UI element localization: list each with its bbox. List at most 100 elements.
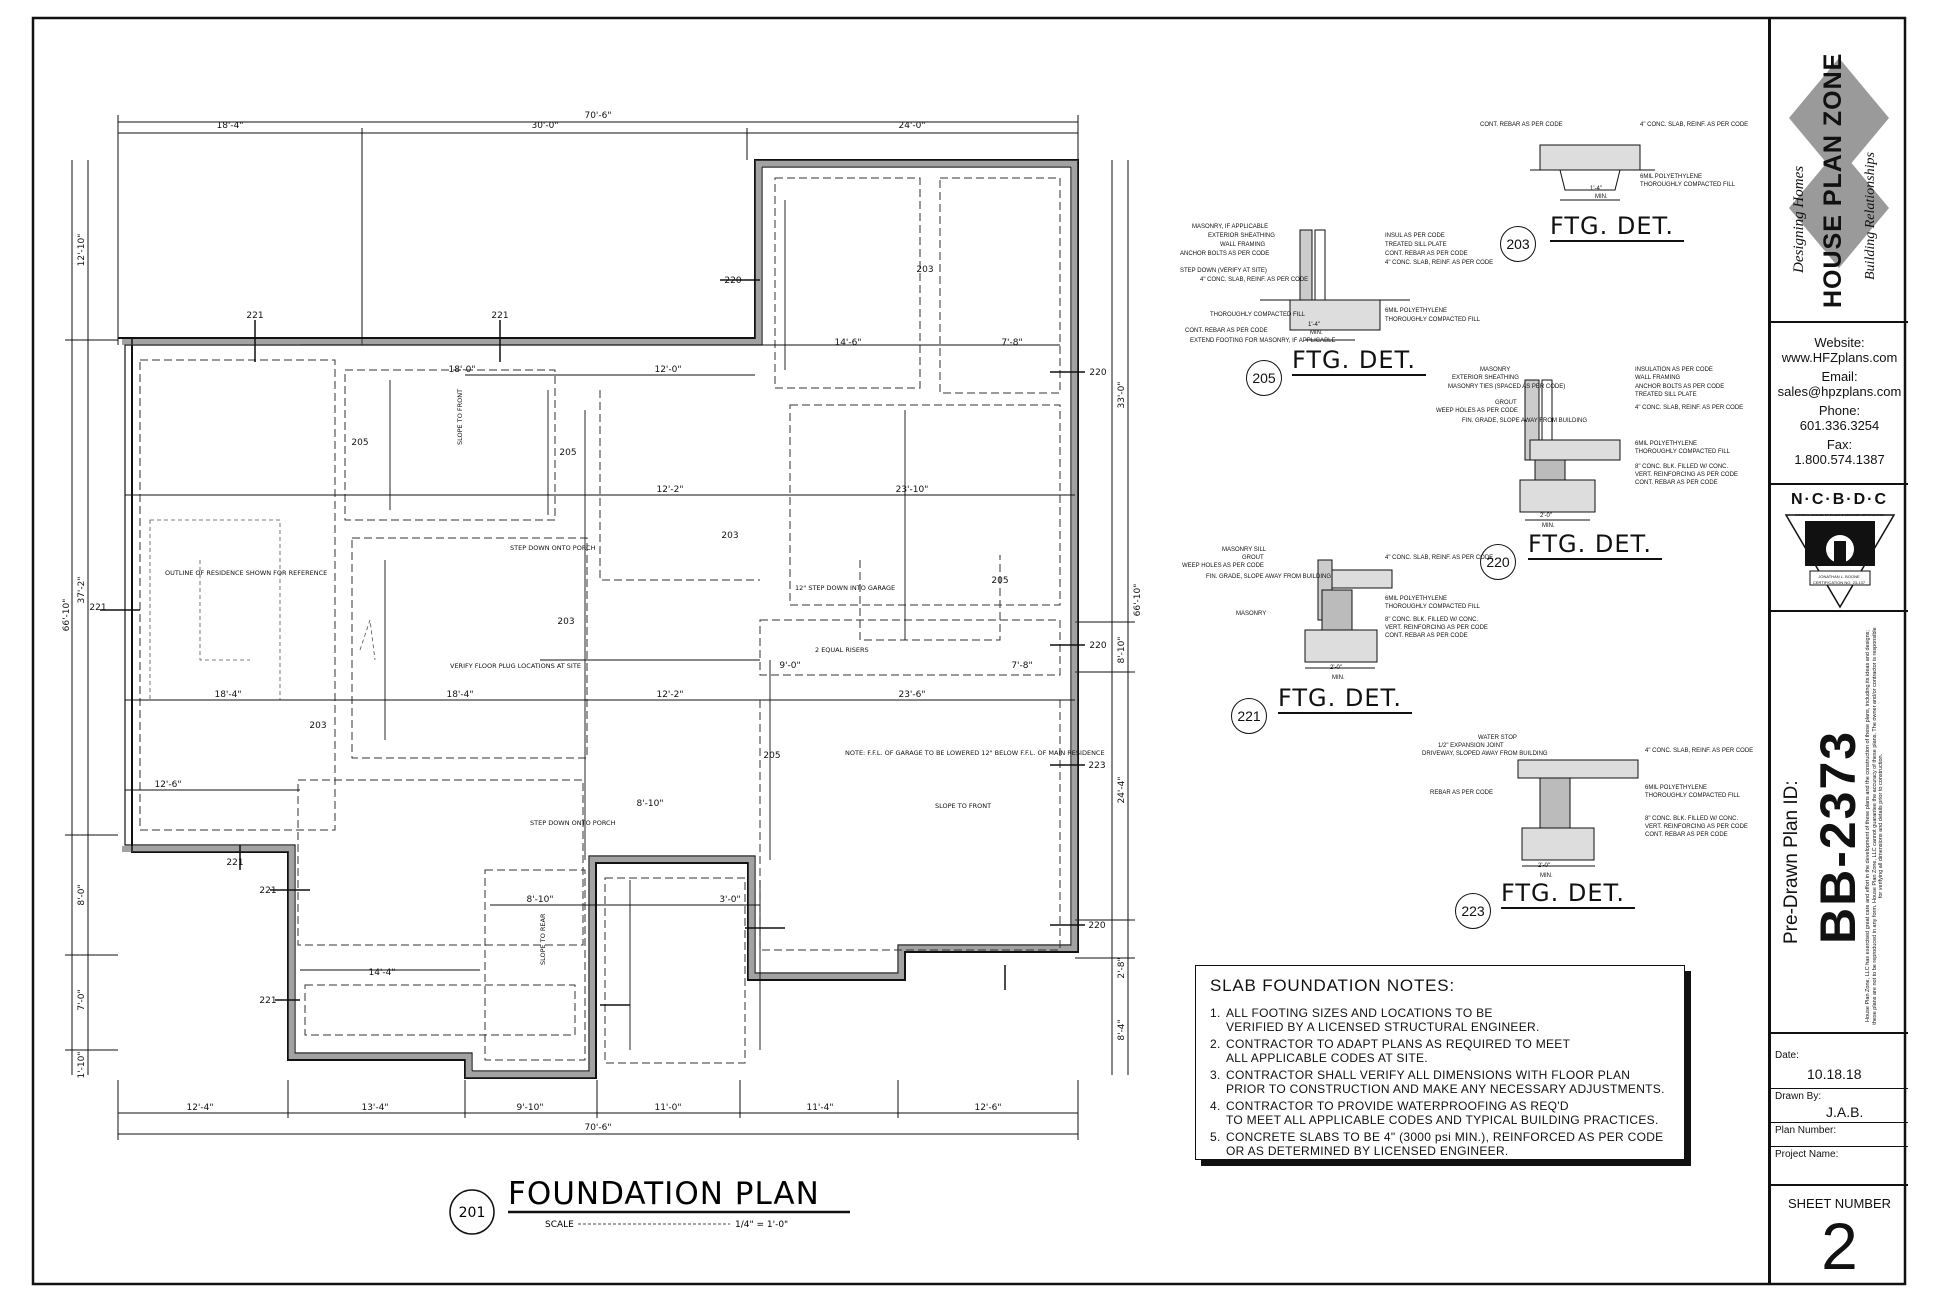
detail-label: THOROUGHLY COMPACTED FILL — [1640, 182, 1736, 188]
detail-circle-220: 220 — [1480, 544, 1516, 580]
callout: 221 — [226, 858, 243, 868]
note-text: CONTRACTOR TO ADAPT PLANS AS REQUIRED TO… — [1226, 1037, 1571, 1065]
dim-int-5: 12'-2" — [656, 485, 683, 495]
detail-label: MASONRY SILL — [1222, 547, 1267, 553]
email-link[interactable]: sales@hpzplans.com — [1777, 384, 1902, 399]
interior-footings — [139, 177, 1061, 1064]
note-text: CONTRACTOR TO PROVIDE WATERPROOFING AS R… — [1226, 1099, 1659, 1127]
dim-left-overall: 66'-10" — [62, 599, 72, 632]
dim-int-17: 3'-0" — [719, 895, 740, 905]
dim-bottom-6: 12'-6" — [974, 1103, 1001, 1113]
dim-top-3: 24'-0" — [898, 121, 925, 131]
callout: 220 — [1088, 921, 1105, 931]
detail-label: 1'-4" — [1308, 322, 1320, 328]
callout: 205 — [559, 448, 576, 458]
dim-int-14: 8'-10" — [526, 895, 553, 905]
ncbdc-seal-icon — [1784, 514, 1895, 609]
detail-label: DRIVEWAY, SLOPED AWAY FROM BUILDING — [1422, 751, 1548, 757]
website-link[interactable]: www.HFZplans.com — [1781, 350, 1898, 365]
detail-label: MASONRY — [1480, 367, 1511, 373]
detail-label: THOROUGHLY COMPACTED FILL — [1645, 793, 1741, 799]
right-dimension-lines — [1075, 160, 1135, 1075]
dim-bottom-3: 9'-10" — [516, 1103, 543, 1113]
ncbdc-seal-cert: CERTIFICATION NO. 23-137 — [1812, 580, 1866, 585]
detail-label: FIN. GRADE, SLOPE AWAY FROM BUILDING — [1206, 574, 1332, 580]
dim-right-overall: 66'-10" — [1133, 584, 1143, 617]
detail-label: STEP DOWN (VERIFY AT SITE) — [1180, 268, 1267, 274]
dim-int-3: 14'-6" — [834, 338, 861, 348]
detail-label: 4" CONC. SLAB, REINF. AS PER CODE — [1635, 405, 1744, 411]
dim-right-3: 24'-4" — [1117, 776, 1127, 803]
dim-right-4: 2'-8" — [1117, 957, 1127, 978]
detail-circle-221: 221 — [1231, 698, 1267, 734]
detail-label: INSULATION AS PER CODE — [1635, 367, 1713, 373]
detail-label: THOROUGHLY COMPACTED FILL — [1210, 312, 1306, 318]
detail-title-205: FTG. DET. — [1292, 346, 1426, 376]
dim-int-6: 23'-10" — [896, 485, 929, 495]
residence-outline-reference — [149, 519, 376, 701]
detail-circle-203: 203 — [1500, 226, 1536, 262]
callout: 205 — [763, 751, 780, 761]
note-text: CONCRETE SLABS TO BE 4" (3000 psi MIN.),… — [1226, 1130, 1664, 1158]
scale-value: 1/4" = 1'-0" — [735, 1220, 788, 1230]
note-text: ALL FOOTING SIZES AND LOCATIONS TO BE VE… — [1226, 1006, 1540, 1034]
foundation-outline — [118, 159, 1079, 1079]
logo-name: HOUSE PLAN ZONE — [1819, 52, 1847, 308]
dim-left-4: 7'-0" — [77, 989, 87, 1010]
dim-int-7: 18'-4" — [214, 690, 241, 700]
plan-id-section: Pre-Drawn Plan ID: BB-2373 House Plan Zo… — [1771, 614, 1908, 1034]
plan-id-label: Pre-Drawn Plan ID: — [1781, 780, 1802, 944]
detail-callout-numbers: 221 221 220 203 205 205 205 203 203 220 … — [89, 265, 1106, 1006]
detail-223-drawing — [1517, 759, 1639, 867]
plan-note-floor-plug: VERIFY FLOOR PLUG LOCATIONS AT SITE — [450, 662, 581, 670]
sheet-border — [31, 16, 1907, 1286]
detail-label: 8" CONC. BLK. FILLED W/ CONC. — [1635, 464, 1729, 470]
detail-label: CONT. REBAR AS PER CODE — [1185, 328, 1268, 334]
detail-221-drawing — [1304, 559, 1393, 669]
detail-label: CONT. REBAR AS PER CODE — [1645, 832, 1728, 838]
plan-number-label: Plan Number: — [1775, 1125, 1837, 1136]
note-number: 5. — [1210, 1130, 1221, 1144]
callout: 203 — [721, 531, 738, 541]
plan-title: FOUNDATION PLAN — [508, 1176, 820, 1212]
dim-left-5: 1'-10" — [77, 1051, 87, 1078]
detail-label: CONT. REBAR AS PER CODE — [1385, 633, 1468, 639]
detail-label: THOROUGHLY COMPACTED FILL — [1635, 449, 1731, 455]
detail-label: FIN. GRADE, SLOPE AWAY FROM BUILDING — [1462, 418, 1588, 424]
ncbdc-seal: N·C·B·D·C NATIONAL COUNCIL OF BUILDING D… — [1771, 487, 1908, 612]
detail-label: 1'-4" — [1590, 186, 1602, 192]
plan-number-circle — [449, 1189, 495, 1235]
drawn-by-value: J.A.B. — [1826, 1104, 1864, 1120]
detail-label: 2'-0" — [1540, 513, 1552, 519]
date-value: 10.18.18 — [1807, 1066, 1862, 1082]
detail-label: TREATED SILL PLATE — [1635, 392, 1697, 398]
callout: 203 — [309, 721, 326, 731]
detail-label: MASONRY TIES (SPACED AS PER CODE) — [1448, 384, 1566, 390]
detail-label: MIN. — [1310, 330, 1323, 336]
interior-dimension-lines — [125, 200, 1075, 1050]
detail-label: MIN. — [1332, 675, 1345, 681]
detail-label: 6MIL POLYETHYLENE — [1385, 596, 1448, 602]
plan-note-risers: 2 EQUAL RISERS — [815, 646, 869, 654]
plan-note-step-garage: 12" STEP DOWN INTO GARAGE — [795, 584, 895, 592]
note-item: 4.CONTRACTOR TO PROVIDE WATERPROOFING AS… — [1210, 1099, 1670, 1127]
detail-label: WALL FRAMING — [1635, 375, 1681, 381]
notes-title: SLAB FOUNDATION NOTES: — [1210, 976, 1455, 995]
plan-number: 201 — [459, 1205, 486, 1221]
dim-left-3: 8'-0" — [77, 884, 87, 905]
detail-label: VERT. REINFORCING AS PER CODE — [1635, 472, 1738, 478]
callout: 220 — [724, 276, 741, 286]
callout: 220 — [1089, 641, 1106, 651]
left-dimension-lines — [65, 160, 118, 1075]
ncbdc-seal-ring: NATIONAL COUNCIL OF BUILDING DESIGNER CE… — [1795, 513, 1884, 517]
callout: 203 — [916, 265, 933, 275]
detail-label: GROUT — [1242, 555, 1264, 561]
plan-note-outline: OUTLINE OF RESIDENCE SHOWN FOR REFERENCE — [165, 569, 327, 577]
note-text: CONTRACTOR SHALL VERIFY ALL DIMENSIONS W… — [1226, 1068, 1665, 1096]
callout: 203 — [557, 617, 574, 627]
detail-label: 6MIL POLYETHYLENE — [1385, 308, 1448, 314]
detail-label: 6MIL POLYETHYLENE — [1635, 441, 1698, 447]
detail-label: EXTEND FOOTING FOR MASONRY, IF APPLICABL… — [1190, 338, 1336, 344]
